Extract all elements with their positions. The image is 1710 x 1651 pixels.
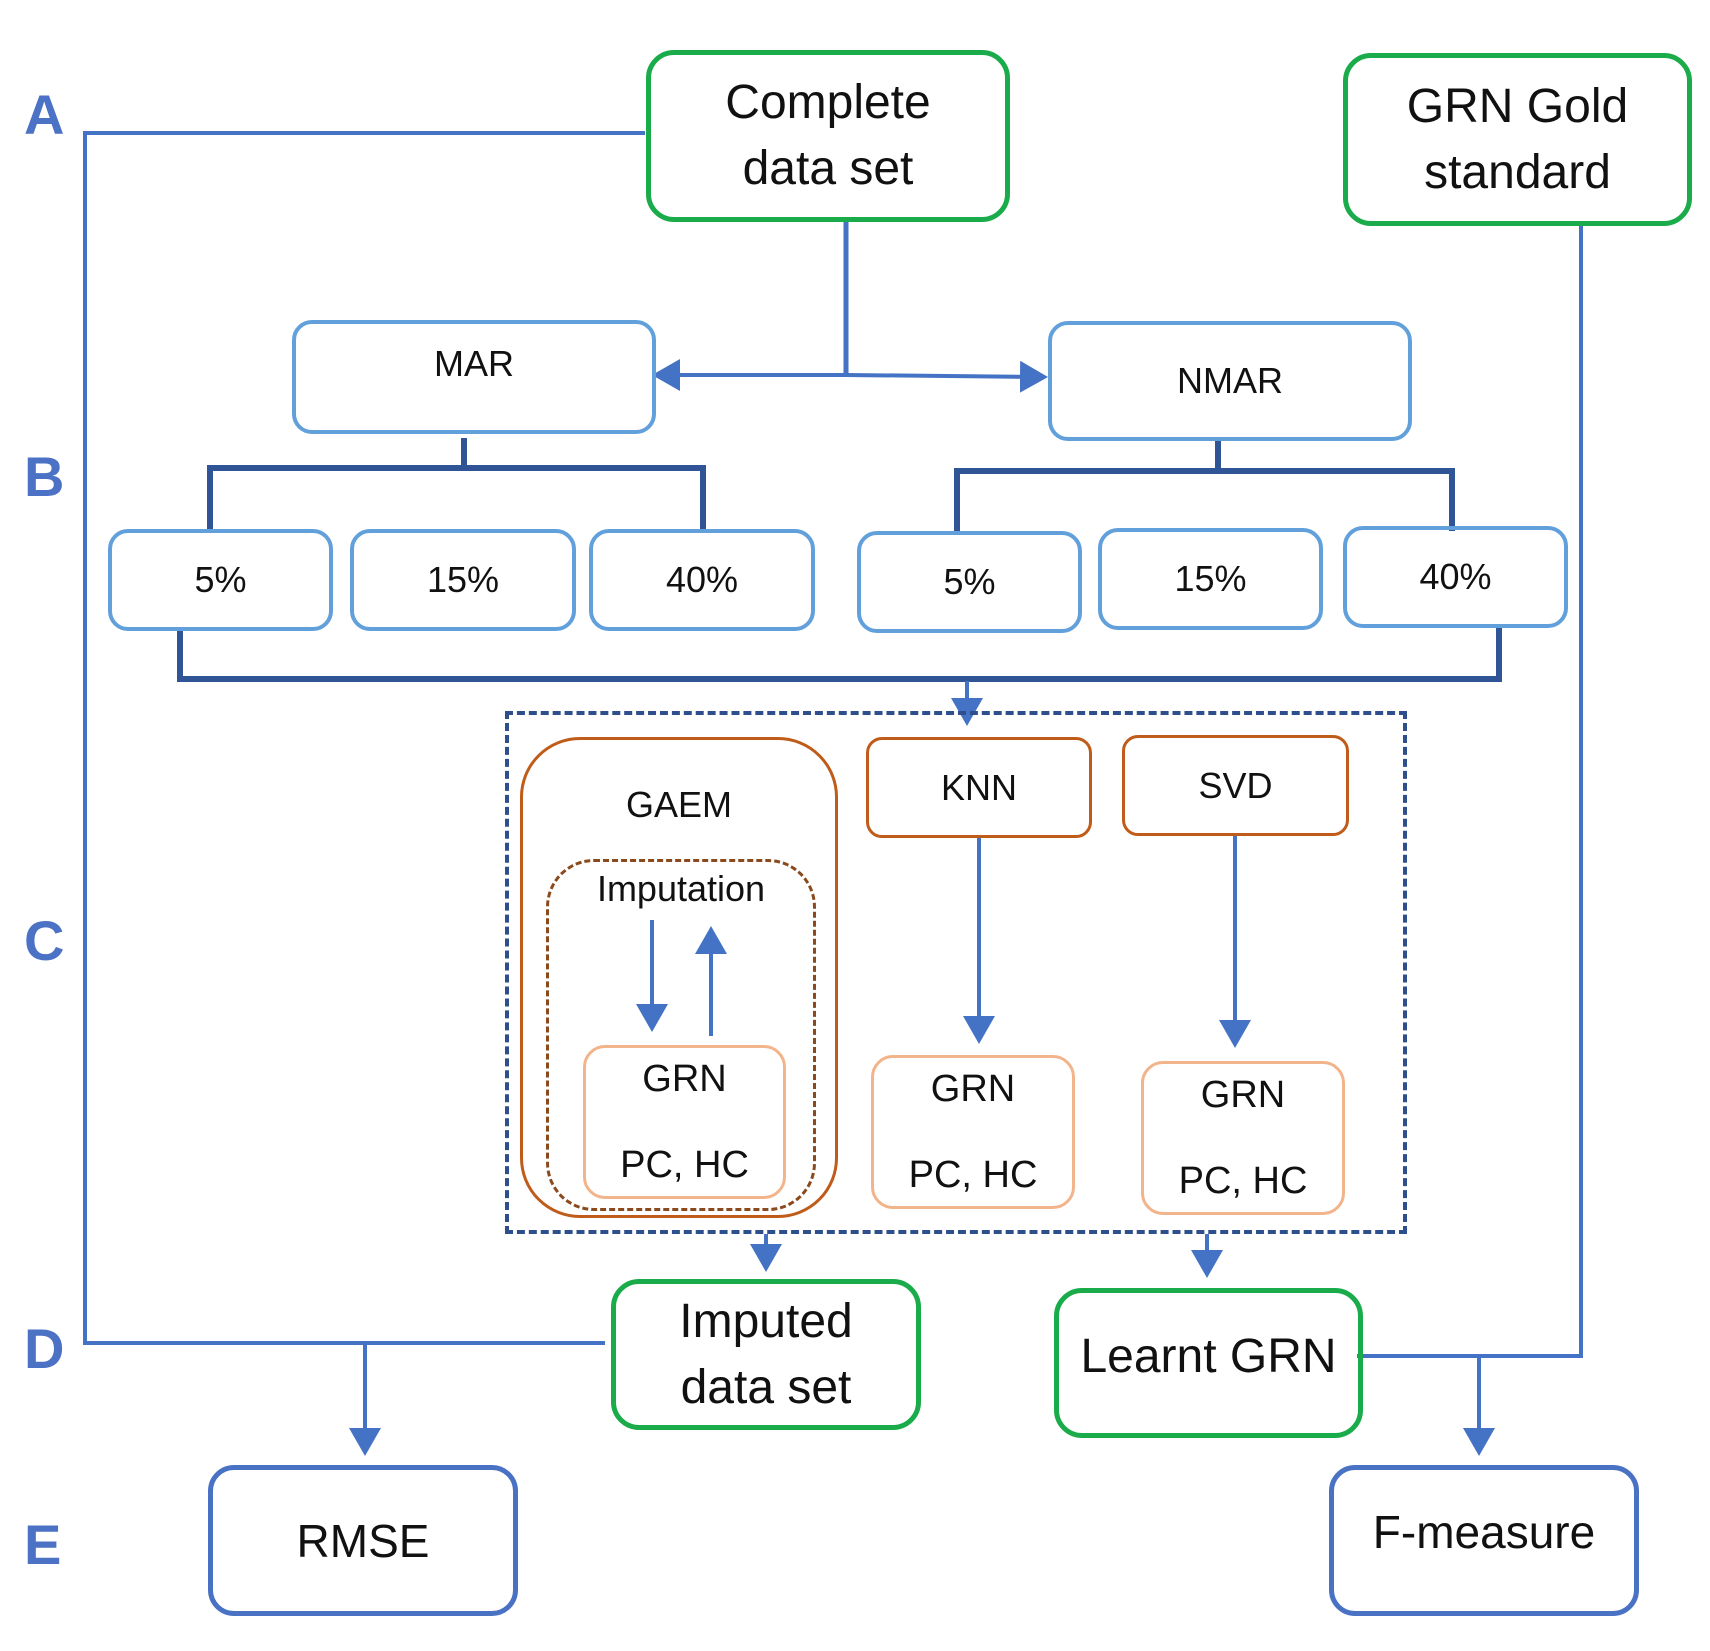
row-label-a: A [24,83,65,146]
nmar-pct-40-box: 40% [1343,526,1568,628]
gaem-pc-hc-label: PC, HC [620,1144,749,1186]
imputed-data-set-line2: data set [680,1360,852,1414]
svd-grn-label: GRN [1200,1074,1286,1116]
connector-complete-to-imputed [83,131,645,1345]
row-label-c: C [24,909,65,972]
imputation-loop-box [546,859,816,1211]
knn-pc-hc-label: PC, HC [908,1154,1038,1196]
imputed-data-set-line1: Imputed [679,1294,853,1348]
gaem-grn-label: GRN [642,1058,727,1100]
knn-grn-label: GRN [930,1068,1016,1110]
arrow-to-nmar [845,360,1048,393]
svd-box: SVD [1122,735,1349,836]
grn-gold-standard-line1: GRN Gold [1406,79,1629,133]
methods-container [505,711,1407,1234]
rmse-box: RMSE [208,1465,518,1616]
grn-gold-standard-box: GRN Gold standard [1343,53,1692,226]
gaem-box [520,737,838,1218]
svd-pc-hc-label: PC, HC [1178,1160,1308,1202]
nmar-bracket [954,468,1455,531]
svd-grn-box: GRN PC, HC [1141,1061,1345,1215]
row-label-d: D [24,1317,65,1380]
knn-box: KNN [866,737,1092,838]
mar-pct-15-box: 15% [350,529,576,631]
complete-data-set-line1: Complete [725,76,931,129]
gaem-label: GAEM [625,784,732,825]
mar-pct-40-box: 40% [589,529,815,631]
mar-pct-5-box: 5% [108,529,333,631]
f-measure-box: F-measure [1329,1465,1639,1616]
mar-box: MAR [292,320,656,434]
collector-bracket [177,628,1502,682]
nmar-pct-5-box: 5% [857,531,1082,633]
mar-bracket [207,465,706,530]
knn-grn-box: GRN PC, HC [871,1055,1075,1209]
nmar-box: NMAR [1048,321,1412,441]
complete-data-set-box: Complete data set [646,50,1010,222]
row-label-e: E [24,1513,62,1576]
nmar-pct-15-box: 15% [1098,528,1323,630]
imputation-label: Imputation [596,868,766,909]
row-label-b: B [24,445,65,508]
connector-gold-to-fmeasure [1357,224,1583,1358]
grn-gold-standard-line2: standard [1424,145,1611,199]
complete-data-set-line2: data set [742,142,914,195]
gaem-grn-box: GRN PC, HC [583,1045,786,1199]
imputed-data-set-box: Imputed data set [611,1279,921,1430]
learnt-grn-box: Learnt GRN [1054,1288,1363,1438]
